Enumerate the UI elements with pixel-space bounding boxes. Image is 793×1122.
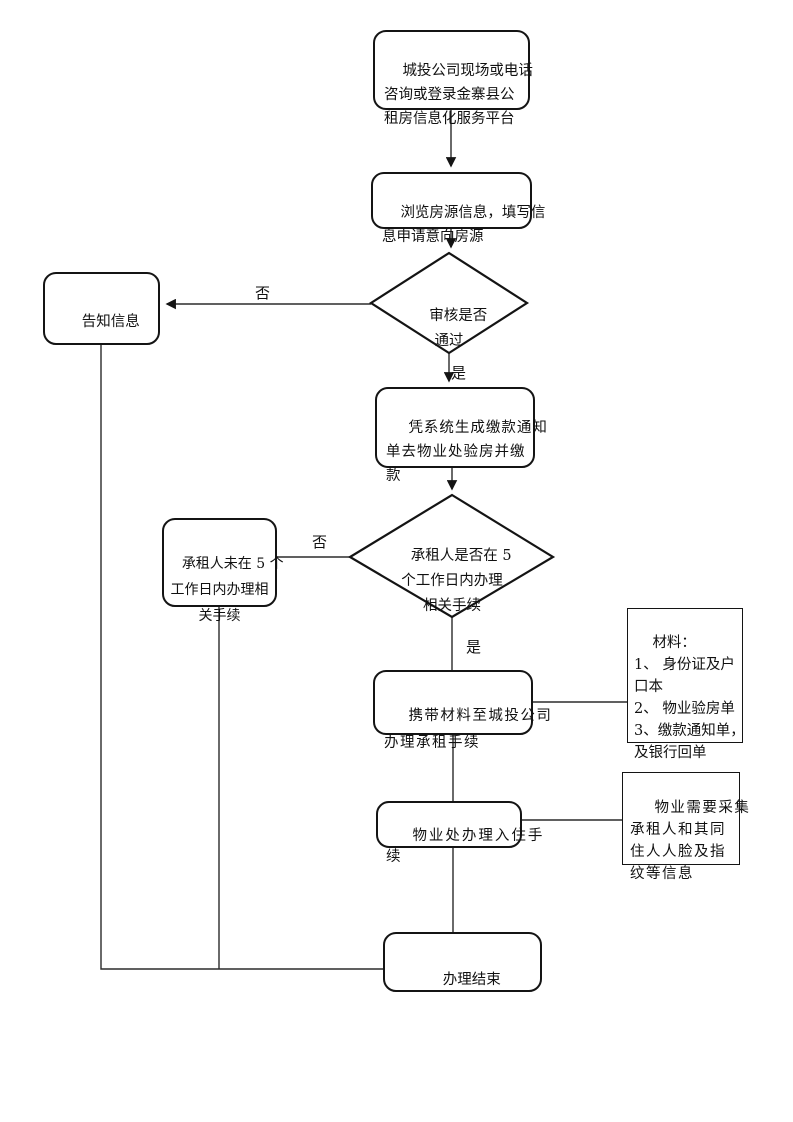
- start-node-text: 城投公司现场或电话 咨询或登录金寨县公 租房信息化服务平台: [384, 63, 533, 127]
- inform-node-text: 告知信息: [81, 314, 140, 330]
- five-day-no-label: 否: [312, 533, 328, 551]
- start-node: 城投公司现场或电话 咨询或登录金寨县公 租房信息化服务平台: [373, 30, 533, 127]
- browse-node-text: 浏览房源信息，填写信 息申请意向房源: [382, 205, 546, 245]
- review-decision-text: 审核是否 通过: [429, 308, 488, 349]
- five-day-decision: 承租人是否在 5 个工作日内办理 相关手续: [372, 519, 532, 644]
- five-day-decision-text: 承租人是否在 5 个工作日内办理 相关手续: [401, 548, 512, 614]
- materials-note-text: 材料： 1、 身份证及户 口本 2、 物业验房单 3、缴款通知单， 及银行回单: [634, 635, 745, 761]
- collect-note: 物业需要采集 承租人和其同 住人人脸及指 纹等信息: [622, 772, 749, 882]
- payment-node-text: 凭系统生成缴款通知 单去物业处验房并缴 款: [386, 420, 548, 484]
- end-node: 办理结束: [383, 932, 542, 992]
- carry-materials-text: 携带材料至城投公司 办理承租手续: [384, 708, 553, 751]
- not-within-five-days-node: 承租人未在 5 个 工作日内办理相 关手续: [162, 518, 284, 624]
- checkin-node: 物业处办理入住手 续: [376, 801, 542, 865]
- review-decision: 审核是否 通过: [389, 279, 509, 379]
- end-node-text: 办理结束: [442, 972, 501, 988]
- review-no-label: 否: [255, 284, 271, 302]
- browse-node: 浏览房源信息，填写信 息申请意向房源: [371, 172, 545, 245]
- materials-note: 材料： 1、 身份证及户 口本 2、 物业验房单 3、缴款通知单， 及银行回单: [627, 608, 745, 761]
- review-yes-label: 是: [451, 364, 467, 382]
- checkin-node-text: 物业处办理入住手 续: [386, 828, 545, 865]
- payment-node: 凭系统生成缴款通知 单去物业处验房并缴 款: [375, 387, 547, 484]
- five-day-yes-label: 是: [466, 638, 482, 656]
- carry-materials-node: 携带材料至城投公司 办理承租手续: [373, 670, 551, 751]
- collect-note-text: 物业需要采集 承租人和其同 住人人脸及指 纹等信息: [630, 800, 751, 882]
- not-within-five-days-text: 承租人未在 5 个 工作日内办理相 关手续: [170, 556, 284, 624]
- inform-node: 告知信息: [43, 272, 160, 345]
